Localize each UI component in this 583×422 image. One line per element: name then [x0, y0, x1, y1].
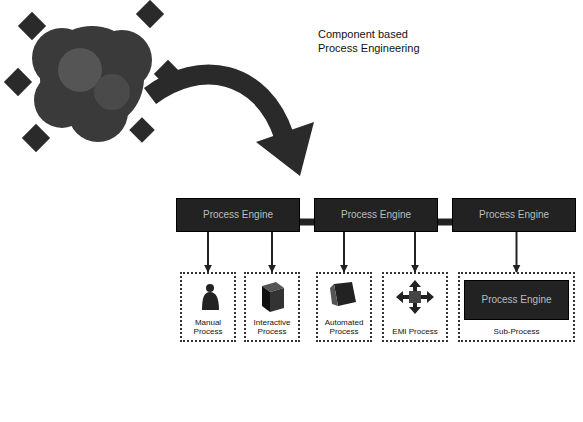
process-box: Automated Process — [316, 272, 372, 342]
process-box: Interactive Process — [244, 272, 300, 342]
process-box: EMI Process — [382, 272, 448, 342]
node-label: Process Engine — [203, 209, 273, 221]
process-engine: Process Engine — [314, 198, 438, 232]
icon-head — [206, 284, 214, 292]
engine-link — [438, 219, 452, 226]
engine-link — [300, 219, 314, 226]
diagram-caption: Component based Process Engineering — [318, 28, 436, 56]
emi-icon — [396, 280, 434, 314]
arrow-band — [150, 75, 284, 136]
node-label: Process Engine — [341, 209, 411, 221]
subprocess-box: Sub-Process Process Engine — [458, 272, 575, 342]
node-label: Process Engine — [479, 209, 549, 221]
node-label: Process Engine — [481, 294, 551, 306]
icon-body — [202, 292, 219, 310]
emi-arrow — [421, 291, 434, 303]
interactive-icon — [262, 282, 284, 312]
cluster-pieces — [4, 0, 182, 152]
process-box: Manual Process — [180, 272, 236, 342]
piece-diamond — [22, 124, 50, 152]
flow-arrow — [516, 232, 518, 272]
process-engine: Process Engine — [452, 198, 576, 232]
cube-front — [270, 288, 284, 312]
arrow-head — [256, 122, 314, 176]
piece-diamond — [4, 68, 32, 96]
emi-arrow — [396, 291, 409, 303]
automated-icon — [330, 282, 356, 306]
piece-diamond — [18, 12, 46, 40]
flow-arrow — [343, 232, 345, 272]
flow-arrow — [271, 232, 273, 272]
flow-arrow — [207, 232, 209, 272]
piece-diamond — [129, 117, 154, 142]
piece-diamond — [136, 0, 164, 28]
process-engine: Process Engine — [464, 280, 569, 320]
process-engine: Process Engine — [176, 198, 300, 232]
node-label: EMI Process — [392, 328, 437, 337]
process-cluster — [32, 26, 152, 142]
node-label: Interactive Process — [248, 319, 296, 337]
block-side — [330, 284, 338, 306]
big-arrow — [150, 75, 314, 176]
cube-side — [262, 286, 270, 312]
process-icons — [202, 280, 434, 314]
node-label: Sub-Process — [494, 328, 540, 337]
node-label: Manual Process — [184, 319, 232, 337]
cluster-blob — [94, 74, 130, 110]
emi-core — [409, 291, 421, 303]
flow-arrow — [414, 232, 416, 272]
node-label: Automated Process — [320, 319, 368, 337]
manual-icon — [202, 284, 219, 310]
